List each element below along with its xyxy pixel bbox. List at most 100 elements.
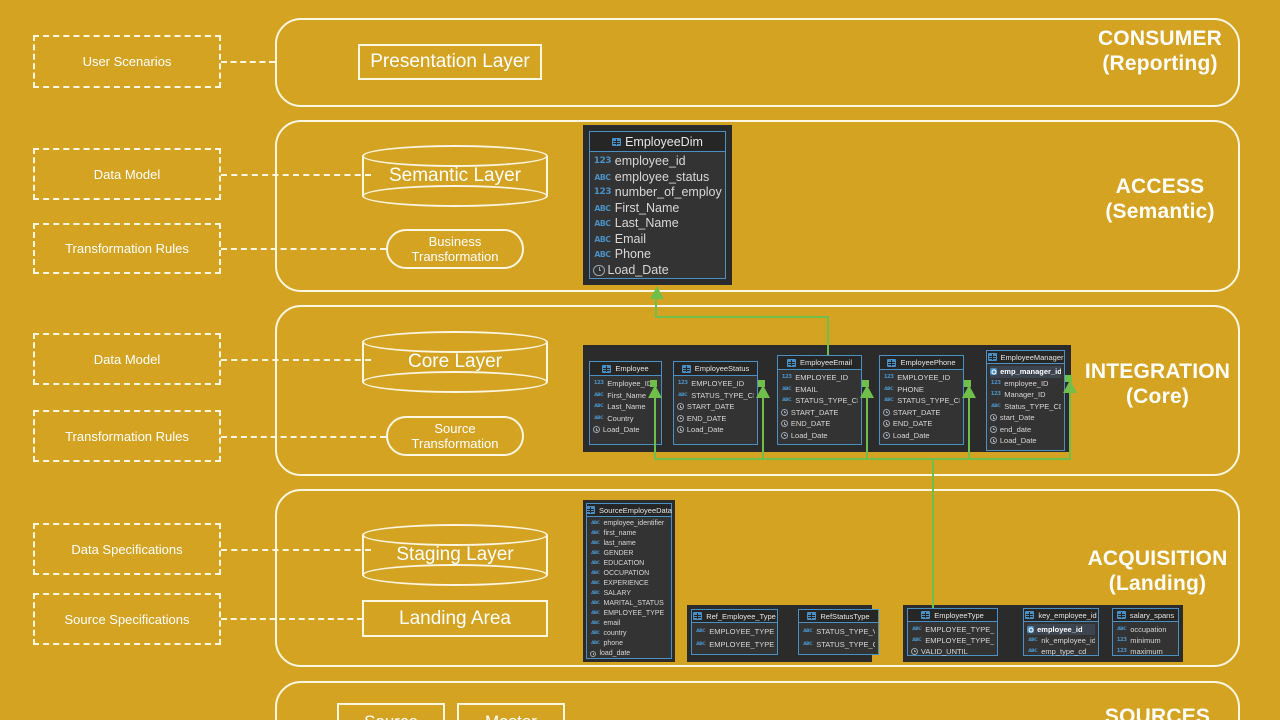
- er-table-header: EmployeeManager: [987, 351, 1064, 364]
- layer-panel-sources: [275, 681, 1240, 720]
- spec-box-source-specifications[interactable]: Source Specifications: [33, 593, 221, 645]
- source-transformation-label-2: Transformation: [411, 436, 499, 451]
- flow-connector-employee-status: [758, 380, 765, 387]
- er-table-ref-status-type[interactable]: RefStatusType ABCSTATUS_TYPE_VALABCSTATU…: [798, 609, 879, 655]
- er-field-name: Load_Date: [607, 262, 669, 277]
- source-box-label: Source: [364, 712, 418, 720]
- date-type-icon: .: [781, 431, 788, 439]
- er-field-name: start_Date: [999, 413, 1035, 422]
- flow-arrow-employee-status: [756, 385, 770, 398]
- date-type-icon: .: [590, 650, 597, 658]
- er-field-name: VALID_UNTIL: [920, 647, 968, 656]
- spec-label: User Scenarios: [82, 54, 172, 69]
- er-field-name: Load_Date: [790, 430, 828, 440]
- core-layer-cylinder[interactable]: Core Layer: [362, 331, 548, 393]
- er-field-name: employee_id: [614, 154, 686, 168]
- text-type-icon: ABC: [991, 403, 1001, 409]
- er-field-name: EMPLOYEE_TYPE_CD: [925, 625, 994, 634]
- number-type-icon: 123: [883, 374, 894, 380]
- staging-layer-cylinder[interactable]: Staging Layer: [362, 524, 548, 586]
- source-box[interactable]: Source: [337, 703, 445, 720]
- text-type-icon: ABC: [782, 386, 792, 392]
- er-field-name: EXPERIENCE: [603, 580, 649, 587]
- er-table-header: EmployeeStatus: [674, 362, 757, 376]
- er-field-name: Load_Date: [892, 430, 930, 440]
- text-type-icon: ABC: [696, 629, 706, 634]
- presentation-layer-box[interactable]: Presentation Layer: [358, 44, 542, 80]
- er-field-row: .START_DATE: [883, 407, 960, 419]
- er-table-title: Ref_Employee_Type: [706, 611, 776, 621]
- spec-box-data-model-core[interactable]: Data Model: [33, 333, 221, 385]
- text-type-icon: ABC: [696, 642, 706, 647]
- spec-box-data-model-access[interactable]: Data Model: [33, 148, 221, 200]
- text-type-icon: ABC: [591, 551, 600, 556]
- master-box[interactable]: Master: [457, 703, 565, 720]
- flow-connector-employee: [650, 380, 657, 387]
- er-field-row: .Load_Date: [990, 435, 1061, 447]
- er-field-name: SALARY: [603, 590, 632, 597]
- er-field-row: .Load_Date: [883, 430, 960, 442]
- semantic-layer-cylinder[interactable]: Semantic Layer: [362, 145, 548, 207]
- landing-area-box[interactable]: Landing Area: [362, 600, 548, 637]
- flow-arrow-employee-manager: [1063, 380, 1077, 393]
- text-type-icon: ABC: [594, 172, 611, 182]
- er-field-name: OCCUPATION: [603, 570, 650, 577]
- er-field-name: number_of_employees: [614, 185, 722, 199]
- text-type-icon: ABC: [591, 631, 600, 636]
- landing-area-label: Landing Area: [399, 607, 511, 629]
- layer-title-integration-sub: (Core): [1125, 384, 1190, 408]
- number-type-icon: 123: [677, 380, 688, 386]
- source-transformation-pill[interactable]: Source Transformation: [386, 416, 524, 456]
- table-icon: [681, 364, 691, 373]
- er-field-row: .start_Date: [990, 412, 1061, 424]
- text-type-icon: ABC: [884, 386, 894, 392]
- dash-connector-user-scenarios: [221, 61, 275, 63]
- text-type-icon: ABC: [912, 627, 922, 632]
- date-type-icon: .: [781, 408, 788, 416]
- table-icon: [1116, 611, 1126, 619]
- text-type-icon: ABC: [591, 611, 600, 616]
- flow-line-employee-manager-up: [1069, 393, 1071, 459]
- master-box-label: Master: [485, 712, 537, 720]
- er-table-title: EmployeeEmail: [799, 358, 853, 367]
- er-field-row: employee_id: [1027, 624, 1095, 635]
- layer-title-consumer-sub: (Reporting): [1102, 51, 1218, 75]
- spec-box-transformation-rules-access[interactable]: Transformation Rules: [33, 223, 221, 274]
- er-table-employee-type[interactable]: EmployeeType ABCEMPLOYEE_TYPE_CDABCEMPLO…: [907, 608, 998, 656]
- spec-box-user-scenarios[interactable]: User Scenarios: [33, 35, 221, 88]
- er-table-header: Employee: [590, 362, 661, 376]
- er-field-name: last_name: [603, 540, 636, 547]
- text-type-icon: ABC: [591, 581, 600, 586]
- spec-box-data-specifications[interactable]: Data Specifications: [33, 523, 221, 575]
- spec-box-transformation-rules-core[interactable]: Transformation Rules: [33, 410, 221, 462]
- table-icon: [602, 364, 612, 373]
- er-field-name: START_DATE: [790, 407, 839, 417]
- business-transformation-pill[interactable]: Business Transformation: [386, 229, 524, 269]
- layer-title-access-main: ACCESS: [1115, 175, 1205, 198]
- date-type-icon: .: [781, 420, 788, 428]
- er-table-header: EmployeePhone: [880, 356, 963, 370]
